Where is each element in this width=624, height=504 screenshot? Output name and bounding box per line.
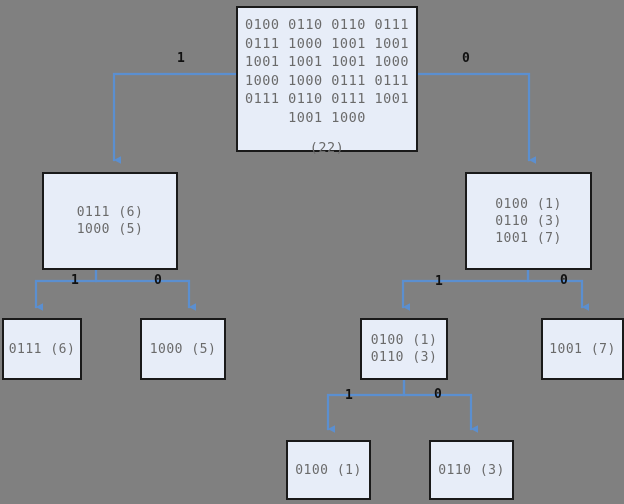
- edge-l1right-to-leaf-1001: [526, 268, 589, 311]
- root-line-4: 1000 1000 0111 0111: [245, 72, 409, 89]
- node-level1-left-line-2: 1000 (5): [76, 222, 144, 237]
- root-count: (22): [309, 140, 345, 156]
- leaf-0110[interactable]: 0110 (3): [429, 440, 514, 500]
- edge-label-level2-zero: 0: [434, 387, 442, 402]
- edge-root-to-right: [416, 72, 536, 164]
- edge-label-level2-one: 1: [345, 388, 353, 403]
- node-level2-line-1: 0100 (1): [370, 333, 438, 348]
- edge-label-level1-left-zero: 0: [154, 273, 162, 288]
- edge-label-level1-right-zero: 0: [560, 273, 568, 288]
- leaf-0110-line-1: 0110 (3): [438, 462, 505, 478]
- node-level2-line-2: 0110 (3): [370, 350, 438, 365]
- leaf-1001[interactable]: 1001 (7): [541, 318, 624, 380]
- root-line-3: 1001 1001 1001 1000: [245, 54, 409, 70]
- node-level1-right-line-3: 1001 (7): [495, 230, 562, 246]
- node-level1-right-line-2: 0110 (3): [495, 213, 562, 229]
- leaf-0111[interactable]: 0111 (6): [2, 318, 82, 380]
- edge-l1left-to-leaf-0111: [34, 268, 98, 311]
- node-level1-left[interactable]: 0111 (6) 1000 (5): [42, 172, 178, 270]
- node-level1-right-line-1: 0100 (1): [495, 196, 562, 212]
- edge-l1right-to-node-0100-0110: [401, 268, 530, 311]
- root-line-5: 0111 0110 0111 1001: [245, 91, 409, 107]
- node-level1-left-line-1: 0111 (6): [76, 205, 144, 220]
- leaf-1000-line-1: 1000 (5): [149, 341, 217, 357]
- node-level1-right[interactable]: 0100 (1) 0110 (3) 1001 (7): [465, 172, 592, 270]
- edge-label-level1-left-one: 1: [71, 273, 79, 288]
- root-line-2: 0111 1000 1001 1001: [245, 35, 409, 52]
- edge-l2-to-leaf-0100: [326, 378, 406, 433]
- root-line-1: 0100 0110 0110 0111: [245, 17, 409, 33]
- leaf-1001-line-1: 1001 (7): [549, 341, 616, 357]
- leaf-0111-line-1: 0111 (6): [8, 341, 76, 357]
- leaf-0100[interactable]: 0100 (1): [286, 440, 371, 500]
- leaf-0100-line-1: 0100 (1): [295, 462, 362, 478]
- edge-l1left-to-leaf-1000: [94, 268, 196, 311]
- root-node[interactable]: 0100 0110 0110 0111 0111 1000 1001 1001 …: [236, 6, 418, 156]
- edge-l2-to-leaf-0110: [402, 378, 478, 433]
- leaf-1000[interactable]: 1000 (5): [140, 318, 226, 380]
- edge-label-root-left: 1: [177, 51, 185, 66]
- node-level2-0100-0110[interactable]: 0100 (1) 0110 (3): [360, 318, 448, 380]
- edge-label-root-right: 0: [462, 51, 470, 66]
- edge-root-to-left: [112, 72, 238, 164]
- root-line-6: 1001 1000: [288, 109, 366, 126]
- edge-label-level1-right-one: 1: [435, 274, 443, 289]
